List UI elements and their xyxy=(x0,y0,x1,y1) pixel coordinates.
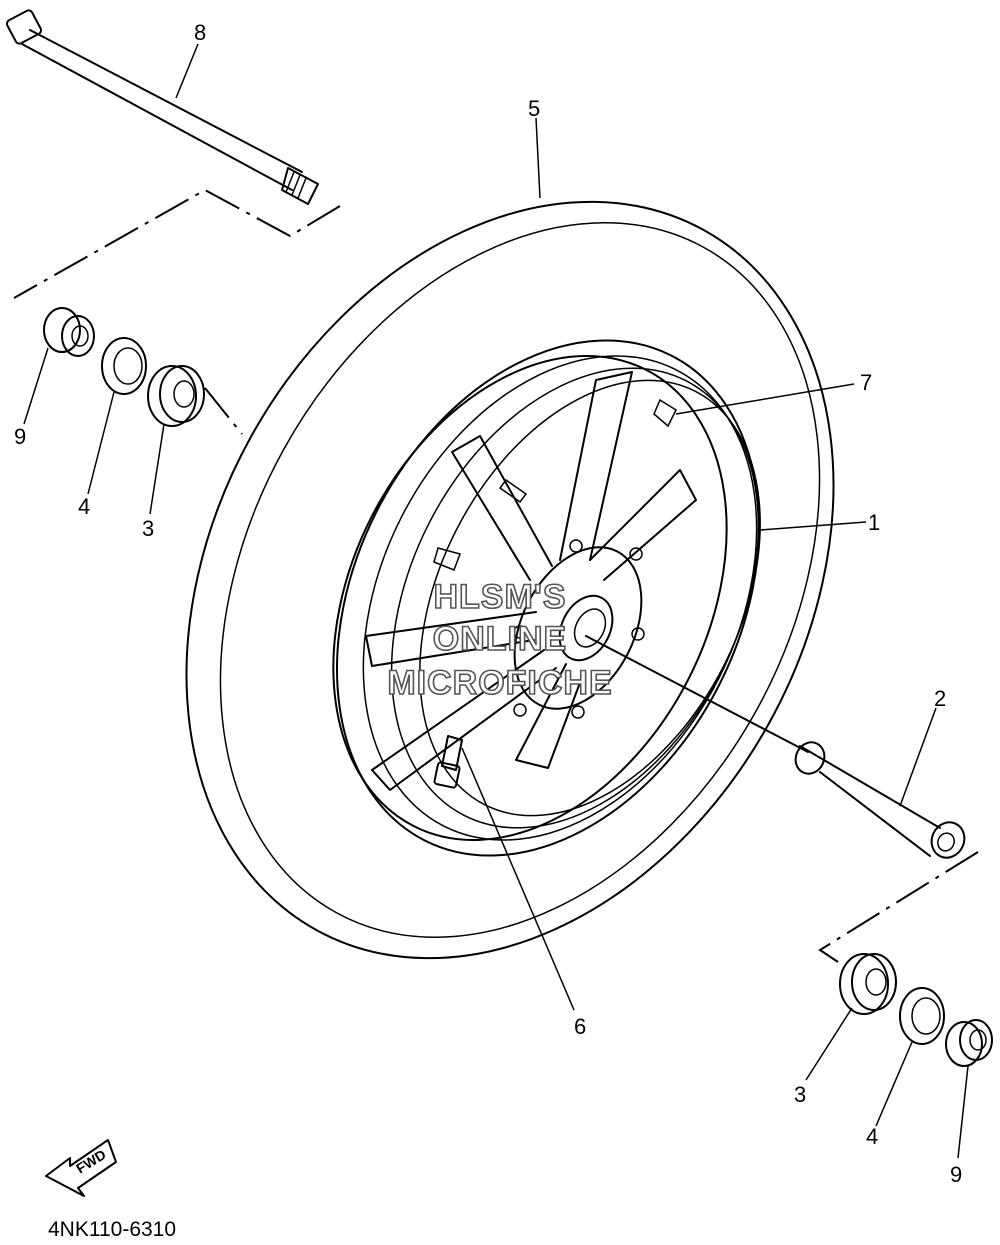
tire-valve xyxy=(433,735,463,789)
callout-9-left: 9 xyxy=(14,424,26,449)
callout-8: 8 xyxy=(194,20,206,45)
assembly-axis-lines xyxy=(13,188,979,963)
leader-lines xyxy=(23,43,969,1159)
callout-1: 1 xyxy=(868,510,880,535)
right-bearing-3 xyxy=(839,953,897,1015)
watermark: HLSM'S ONLINE MICROFICHE xyxy=(387,577,613,703)
watermark-line-2: ONLINE xyxy=(433,620,567,658)
callout-3-right: 3 xyxy=(794,1082,806,1107)
spacer-collar xyxy=(794,741,966,859)
watermark-line-3: MICROFICHE xyxy=(387,664,612,702)
front-tire xyxy=(185,200,835,960)
callout-4-right: 4 xyxy=(866,1124,878,1149)
wheel-hub xyxy=(513,539,645,719)
wheel-spokes xyxy=(365,371,697,791)
diagram-code: 4NK110-6310 xyxy=(48,1218,176,1241)
watermark-line-1: HLSM'S xyxy=(433,578,566,616)
callout-3-left: 3 xyxy=(142,516,154,541)
callout-9-right: 9 xyxy=(950,1162,962,1187)
left-oil-seal-4 xyxy=(101,337,147,395)
callout-2: 2 xyxy=(934,686,946,711)
callout-7: 7 xyxy=(860,370,872,395)
front-axle-shaft xyxy=(5,9,319,205)
callout-5: 5 xyxy=(528,96,540,121)
callout-6: 6 xyxy=(574,1014,586,1039)
right-oil-seal-4 xyxy=(899,987,945,1045)
forward-arrow-icon: FWD xyxy=(45,1139,117,1197)
cast-wheel-rim xyxy=(332,339,761,857)
right-collar-9 xyxy=(945,1019,993,1067)
left-collar-9 xyxy=(43,307,95,357)
callout-4-left: 4 xyxy=(78,494,90,519)
left-bearing-3 xyxy=(147,365,205,427)
